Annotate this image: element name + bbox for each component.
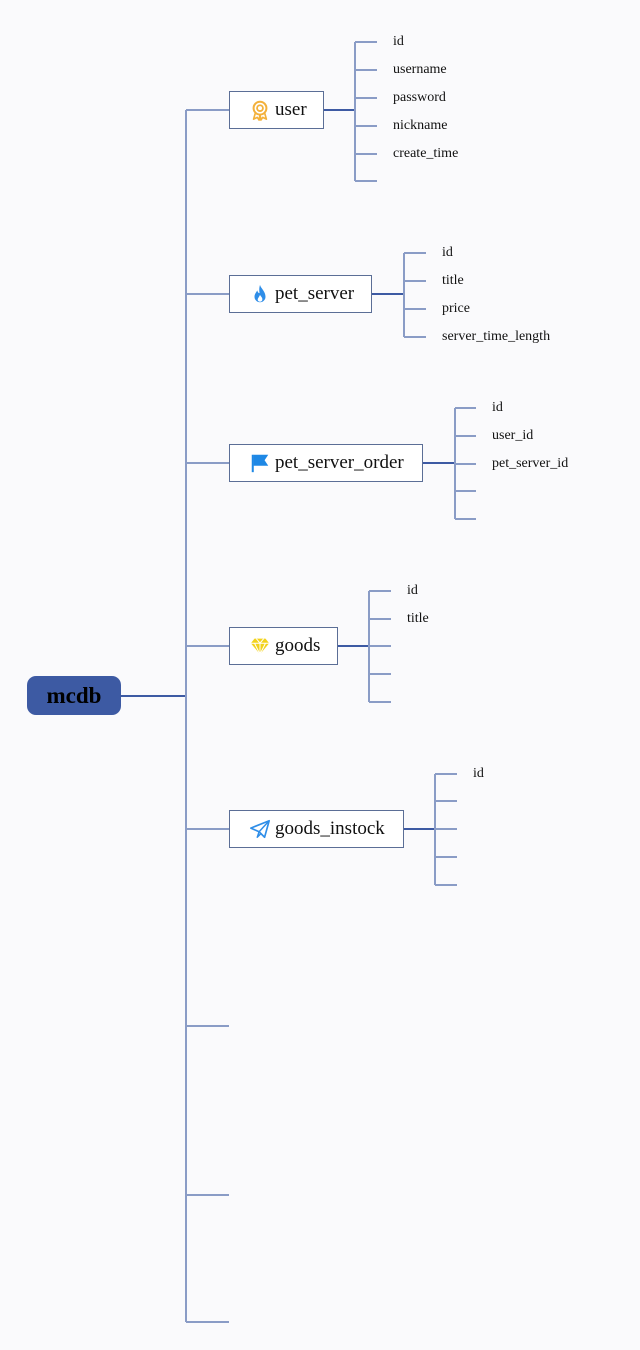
topic-goods-instock[interactable]: goods_instock (229, 810, 404, 848)
field-item[interactable]: title (442, 273, 464, 288)
diamond-icon (249, 635, 271, 657)
topic-pet-server-order[interactable]: pet_server_order (229, 444, 423, 482)
field-item[interactable]: pet_server_id (492, 456, 569, 471)
field-item[interactable]: id (442, 245, 453, 260)
field-item[interactable]: id (393, 34, 404, 49)
field-item[interactable]: password (393, 90, 446, 105)
field-item[interactable]: username (393, 62, 447, 77)
field-item[interactable]: id (407, 583, 418, 598)
field-item[interactable]: title (407, 611, 429, 626)
field-item[interactable]: id (473, 766, 484, 781)
topic-goods[interactable]: goods (229, 627, 338, 665)
topic-label: user (275, 99, 307, 120)
field-item[interactable]: id (492, 400, 503, 415)
award-icon (249, 99, 271, 121)
field-item[interactable]: nickname (393, 118, 448, 133)
topic-pet-server[interactable]: pet_server (229, 275, 372, 313)
topic-label: goods (275, 635, 321, 656)
flame-icon (249, 283, 271, 305)
paper-plane-icon (249, 818, 271, 840)
flag-icon (249, 452, 271, 474)
root-label: mcdb (46, 682, 102, 708)
field-item[interactable]: create_time (393, 146, 459, 161)
field-item[interactable]: user_id (492, 428, 534, 443)
topic-user[interactable]: user (229, 91, 324, 129)
topic-label: pet_server_order (275, 452, 404, 473)
field-item[interactable]: price (442, 301, 470, 316)
field-item[interactable]: server_time_length (442, 329, 551, 344)
topic-label: goods_instock (275, 818, 385, 839)
root-node[interactable]: mcdb (27, 676, 121, 715)
topic-label: pet_server (275, 283, 355, 304)
